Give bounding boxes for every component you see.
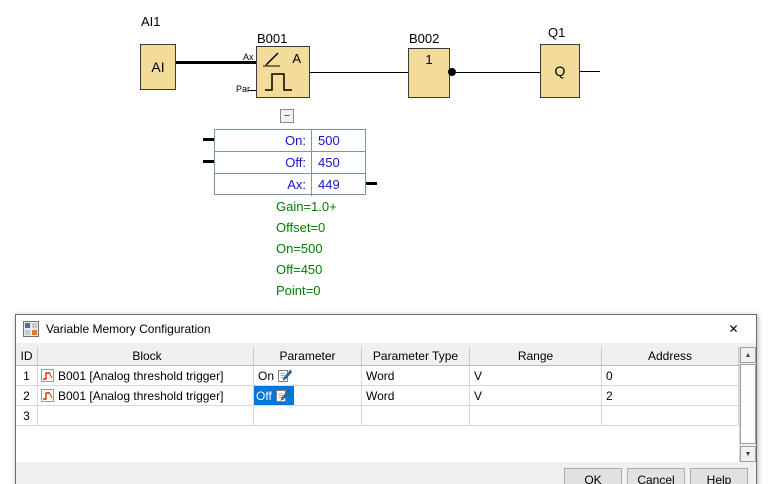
cell-parameter-type: Word	[362, 386, 470, 405]
threshold-block-icon	[41, 389, 54, 402]
param-output-stub	[366, 182, 377, 185]
column-header-block: Block	[38, 347, 254, 365]
table-header-row: ID Block Parameter Parameter Type Range …	[16, 347, 739, 366]
scrollbar-thumb[interactable]	[740, 364, 756, 444]
vm-table: ID Block Parameter Parameter Type Range …	[16, 347, 756, 462]
block-b001-threshold-trigger[interactable]: A	[256, 46, 310, 98]
param-off-label: Off:	[215, 152, 312, 173]
annotation-line: Point=0	[276, 283, 321, 298]
block-b001-analog-letter: A	[292, 51, 301, 66]
cell-id: 2	[16, 386, 38, 405]
cell-block-text: B001 [Analog threshold trigger]	[58, 368, 224, 383]
variable-memory-configuration-dialog: Variable Memory Configuration ✕ ID Block…	[15, 314, 757, 484]
selected-parameter[interactable]: Off	[254, 386, 294, 405]
wire-ai1-to-b001	[176, 61, 256, 64]
cell-parameter[interactable]	[254, 406, 362, 425]
column-header-parameter-type: Parameter Type	[362, 347, 470, 365]
cancel-button[interactable]: Cancel	[627, 468, 685, 484]
param-off-value: 450	[318, 155, 340, 170]
param-ax-value: 449	[318, 177, 340, 192]
block-ref-ai1: AI1	[141, 14, 161, 29]
param-on-label: On:	[215, 130, 312, 151]
block-ref-b002: B002	[409, 31, 440, 46]
block-ref-b001: B001	[257, 31, 288, 46]
cell-parameter-text: On	[258, 368, 275, 383]
cell-block-text: B001 [Analog threshold trigger]	[58, 388, 224, 403]
block-ai1[interactable]: AI	[140, 44, 176, 90]
dialog-title: Variable Memory Configuration	[46, 322, 211, 336]
ok-button[interactable]: OK	[564, 468, 622, 484]
cell-range: V	[470, 366, 602, 385]
cell-parameter[interactable]: On	[254, 366, 362, 385]
cell-id: 3	[16, 406, 38, 425]
param-on-value: 500	[318, 133, 340, 148]
cell-range: V	[470, 386, 602, 405]
annotation-line: Offset=0	[276, 220, 326, 235]
block-b002-face: 1	[425, 52, 433, 67]
collapse-parameter-button[interactable]: −	[280, 109, 294, 123]
param-row-on: On: 500	[215, 130, 365, 152]
close-icon[interactable]: ✕	[728, 322, 739, 336]
dialog-titlebar[interactable]: Variable Memory Configuration ✕	[16, 315, 756, 343]
block-q1-output[interactable]: Q	[540, 44, 580, 98]
cell-parameter-text: Off	[256, 388, 272, 403]
dialog-buttons: OK Cancel Help	[564, 468, 748, 484]
cell-parameter-selected[interactable]: Off	[254, 386, 362, 405]
vertical-scrollbar[interactable]: ▲ ▼	[739, 347, 756, 462]
table-row[interactable]: 1 B001 [Analog threshold trigger] On	[16, 366, 739, 386]
cell-block: B001 [Analog threshold trigger]	[38, 366, 254, 385]
block-ai1-face: AI	[151, 59, 165, 75]
cell-parameter-type: Word	[362, 366, 470, 385]
block-b002[interactable]: 1	[408, 48, 450, 98]
annotation-line: On=500	[276, 241, 323, 256]
threshold-slash-icon	[261, 50, 287, 71]
cell-range	[470, 406, 602, 425]
cell-address: 2	[602, 386, 739, 405]
cell-block: B001 [Analog threshold trigger]	[38, 386, 254, 405]
column-header-address: Address	[602, 347, 739, 365]
column-header-id: ID	[16, 347, 38, 365]
table-row[interactable]: 2 B001 [Analog threshold trigger] Off	[16, 386, 739, 406]
param-row-ax: Ax: 449	[215, 174, 365, 196]
minus-icon: −	[283, 109, 291, 122]
scroll-up-icon[interactable]: ▲	[740, 347, 756, 363]
cell-block	[38, 406, 254, 425]
param-input-stub-2	[203, 160, 214, 163]
cell-address: 0	[602, 366, 739, 385]
help-button[interactable]: Help	[690, 468, 748, 484]
block-ref-q1: Q1	[548, 25, 566, 40]
param-row-off: Off: 450	[215, 152, 365, 174]
column-header-range: Range	[470, 347, 602, 365]
b001-parameter-box[interactable]: On: 500 Off: 450 Ax: 449	[214, 129, 366, 196]
pin-label-ax: Ax	[243, 52, 254, 62]
param-ax-label: Ax:	[215, 174, 312, 196]
wire-q1-out	[580, 71, 600, 72]
scroll-down-icon[interactable]: ▼	[740, 446, 756, 462]
threshold-step-icon	[263, 70, 299, 97]
cell-address	[602, 406, 739, 425]
annotation-line: Off=450	[276, 262, 323, 277]
dialog-app-icon	[23, 321, 39, 337]
wire-b002-to-q1	[450, 72, 540, 73]
wire-b001-to-b002	[310, 72, 408, 73]
column-header-parameter: Parameter	[254, 347, 362, 365]
param-input-stub-1	[203, 138, 214, 141]
threshold-block-icon	[41, 369, 54, 382]
table-row[interactable]: 3	[16, 406, 739, 426]
cell-id: 1	[16, 366, 38, 385]
block-q1-face: Q	[554, 63, 566, 79]
cell-parameter-type	[362, 406, 470, 425]
parameter-annotations: Gain=1.0+ Offset=0 On=500 Off=450 Point=…	[276, 196, 337, 301]
edit-parameter-icon[interactable]	[277, 368, 292, 383]
annotation-line: Gain=1.0+	[276, 199, 337, 214]
pin-stub-par	[248, 90, 256, 91]
edit-parameter-icon[interactable]	[275, 388, 290, 403]
pin-label-par: Par	[236, 84, 251, 94]
